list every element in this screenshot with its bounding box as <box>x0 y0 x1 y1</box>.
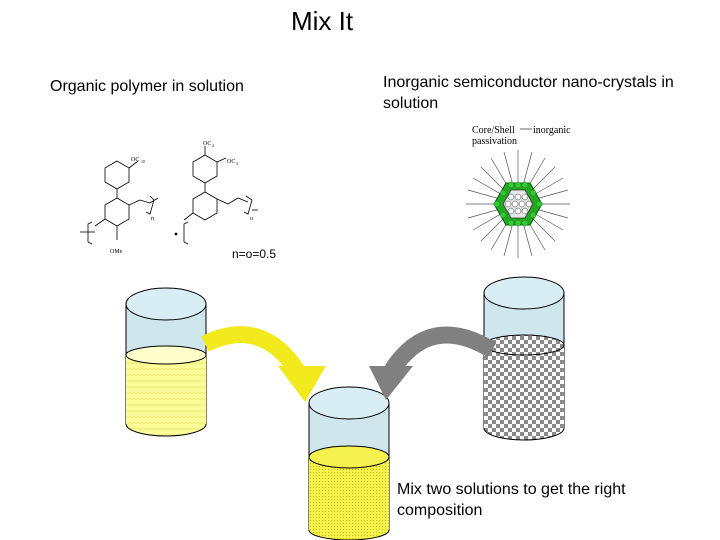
polymer-structure-icon: OC 10 n OMe <box>80 157 159 255</box>
beaker-icon <box>483 276 565 441</box>
mix-solutions-label: Mix two solutions to get the right compo… <box>397 481 626 519</box>
slide-title: Mix It <box>290 6 354 36</box>
svg-text:OC: OC <box>227 159 235 165</box>
svg-text:OC: OC <box>131 157 139 163</box>
beaker-icon <box>125 287 207 437</box>
svg-text:OMe: OMe <box>110 249 123 255</box>
svg-text:n: n <box>151 216 154 222</box>
curved-arrow-icon <box>369 326 497 400</box>
svg-text:Core/Shell: Core/Shell <box>472 125 515 136</box>
svg-text:4: 4 <box>236 161 238 166</box>
beaker-icon <box>308 386 390 540</box>
svg-text:o: o <box>250 216 253 222</box>
inorganic-nanocrystal-label: Inorganic semiconductor nano-crystals in… <box>383 74 674 112</box>
svg-text:inorganic: inorganic <box>533 125 571 136</box>
polymer-structure-icon: OC 4 OC 4 o <box>174 141 258 245</box>
svg-text:passivation: passivation <box>472 136 517 147</box>
ratio-label: n=o=0.5 <box>232 247 277 261</box>
nanocrystal-icon: Core/Shell inorganic passivation <box>466 125 571 258</box>
svg-text:OC: OC <box>203 141 211 147</box>
svg-text:10: 10 <box>141 159 145 164</box>
organic-polymer-label: Organic polymer in solution <box>50 78 244 95</box>
curved-arrow-icon <box>201 326 326 402</box>
svg-text:4: 4 <box>212 143 214 148</box>
